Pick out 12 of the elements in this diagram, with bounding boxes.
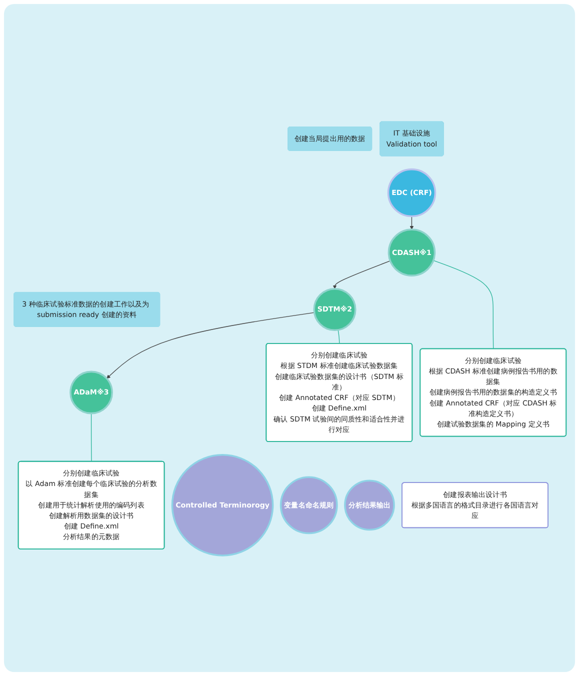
connector — [432, 260, 494, 349]
node-circle — [279, 476, 338, 534]
node-circle — [344, 479, 394, 530]
node-circle — [386, 168, 436, 217]
connector — [337, 329, 340, 344]
node-circle — [69, 370, 112, 414]
arrow — [332, 260, 390, 289]
node-circle — [387, 228, 436, 276]
arrow — [106, 312, 314, 378]
node-circle — [170, 454, 274, 556]
node-circle — [312, 287, 356, 330]
connector — [90, 412, 92, 462]
